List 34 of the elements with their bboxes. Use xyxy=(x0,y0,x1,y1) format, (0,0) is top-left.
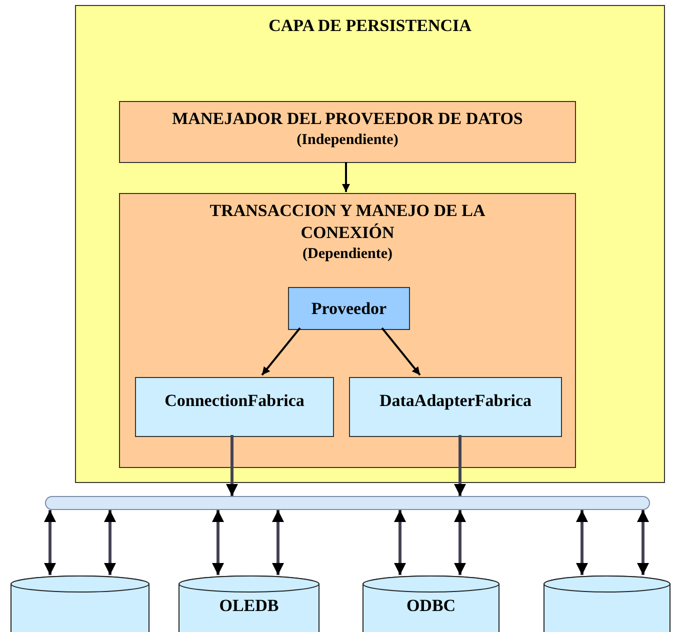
arrow xyxy=(381,327,421,376)
database-cylinder xyxy=(10,575,150,632)
component-label: ConnectionFabrica xyxy=(164,390,304,412)
arrow xyxy=(342,162,350,192)
arrow xyxy=(104,510,116,575)
section-subtitle: (Independiente) xyxy=(296,131,398,150)
section-title: TRANSACCION Y MANEJO DE LA CONEXIÓN xyxy=(208,200,486,244)
section-title: MANEJADOR DEL PROVEEDOR DE DATOS xyxy=(172,108,523,130)
arrow xyxy=(212,510,224,575)
arrow xyxy=(226,435,238,496)
component-box xyxy=(349,377,562,437)
arrow xyxy=(576,510,588,575)
section-box xyxy=(119,193,576,468)
arrow xyxy=(454,435,466,496)
layer-panel xyxy=(75,5,665,483)
database-label: OLEDB xyxy=(219,595,279,617)
database-cylinder xyxy=(362,575,500,632)
arrow xyxy=(454,510,466,575)
section-subtitle: (Dependiente) xyxy=(302,245,392,264)
component-label: DataAdapterFabrica xyxy=(379,390,532,412)
data-bus-bar xyxy=(45,496,650,510)
component-box xyxy=(288,287,410,330)
section-box xyxy=(119,101,576,163)
arrow xyxy=(637,510,649,575)
arrow xyxy=(394,510,406,575)
component-label: Proveedor xyxy=(311,298,387,320)
arrow xyxy=(44,510,56,575)
database-label: ODBC xyxy=(406,595,456,617)
arrow xyxy=(272,510,284,575)
database-cylinder xyxy=(178,575,320,632)
arrow xyxy=(261,327,301,376)
component-box xyxy=(135,377,334,437)
database-cylinder xyxy=(543,575,671,632)
layer-title: CAPA DE PERSISTENCIA xyxy=(268,16,472,36)
